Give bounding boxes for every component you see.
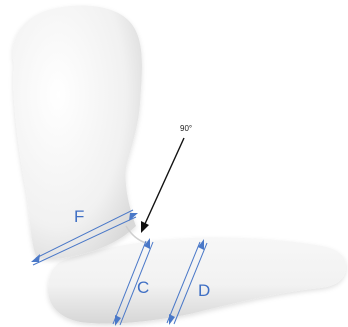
zone-label-f: F bbox=[74, 207, 84, 226]
zone-label-c: C bbox=[137, 278, 149, 297]
angle-label: 90° bbox=[180, 124, 192, 133]
angle-pointer-arrow bbox=[141, 138, 184, 233]
zone-label-d: D bbox=[198, 281, 210, 300]
